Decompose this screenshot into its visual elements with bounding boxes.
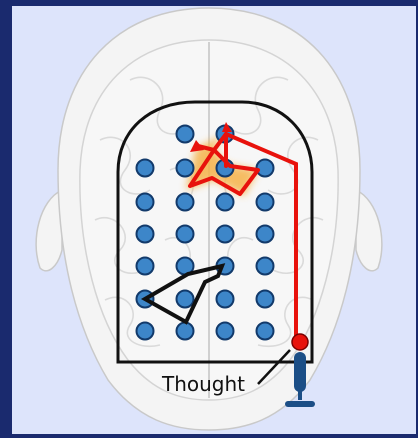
arrow-heads <box>190 122 232 152</box>
electrode <box>135 158 155 178</box>
arrow-icon <box>188 132 260 196</box>
electrode <box>175 321 195 341</box>
label-pointer <box>257 349 291 385</box>
electrode <box>255 256 275 276</box>
brain-icon <box>35 7 383 431</box>
electrode <box>175 124 195 144</box>
electrode <box>255 321 275 341</box>
electrode <box>175 289 195 309</box>
thought-label: Thought <box>162 372 246 396</box>
sensor-icon <box>285 333 315 407</box>
electrode <box>175 192 195 212</box>
electrode <box>215 289 235 309</box>
electrode <box>255 192 275 212</box>
electrode <box>175 158 195 178</box>
electrode-array <box>135 124 275 341</box>
electrode <box>215 321 235 341</box>
electrode <box>255 224 275 244</box>
decoded-trajectory <box>140 263 226 325</box>
electrode <box>255 289 275 309</box>
electrode <box>215 192 235 212</box>
electrode <box>135 321 155 341</box>
electrode <box>135 256 155 276</box>
electrode <box>135 192 155 212</box>
signal-wire <box>225 132 298 340</box>
electrode-grid-icon <box>116 100 314 364</box>
electrode <box>255 158 275 178</box>
electrode <box>175 224 195 244</box>
electrode <box>215 224 235 244</box>
electrode <box>135 224 155 244</box>
